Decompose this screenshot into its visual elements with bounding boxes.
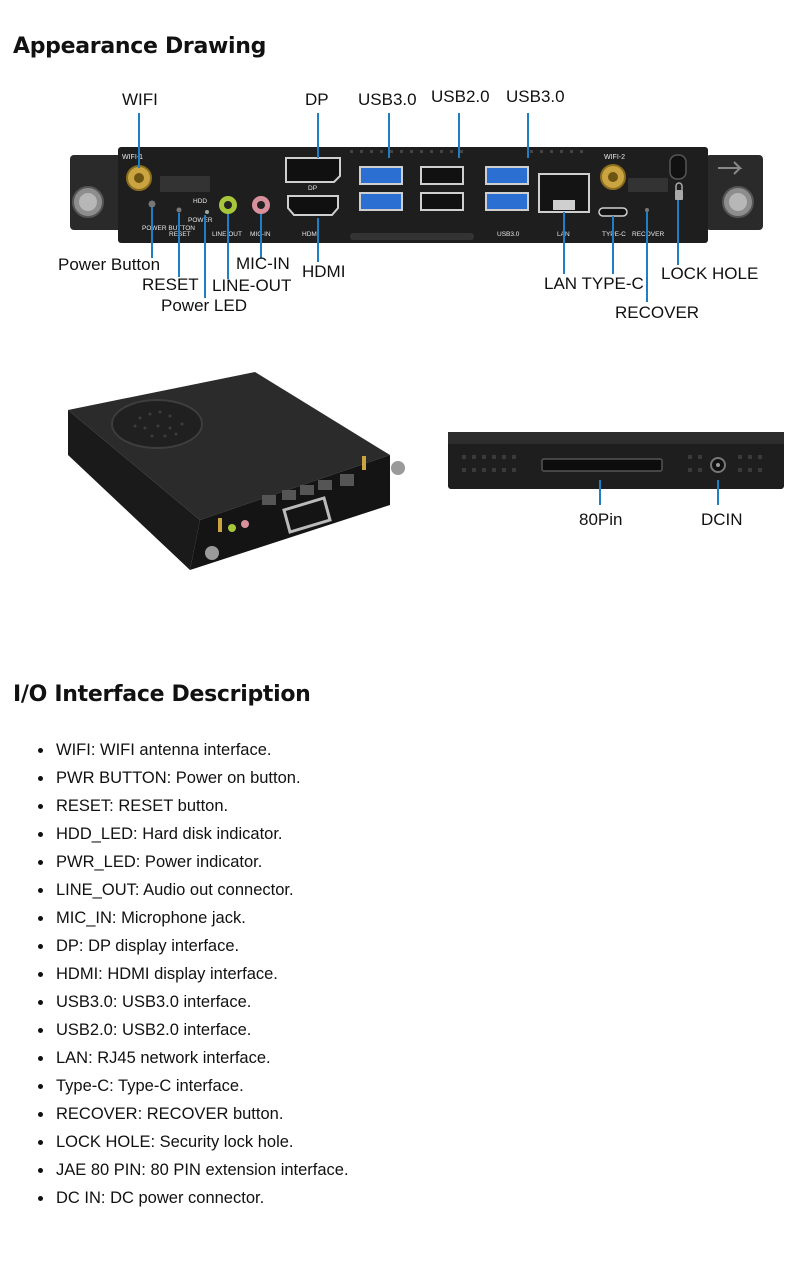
list-item: RESET: RESET button. [54, 792, 349, 820]
label-dp: DP [305, 90, 329, 109]
label-lan-typec: LAN TYPE-C [544, 274, 644, 293]
silk-hdd: HDD [193, 198, 207, 205]
list-item: MIC_IN: Microphone jack. [54, 904, 349, 932]
silk-power: POWER [188, 217, 213, 224]
rear-panel-image [448, 432, 784, 505]
silk-wifi1: WIFI-1 [122, 154, 143, 161]
label-usb30-left: USB3.0 [358, 90, 417, 109]
appearance-drawing-heading: Appearance Drawing [13, 34, 267, 59]
list-item: LAN: RJ45 network interface. [54, 1044, 349, 1072]
silk-dp: DP [308, 185, 317, 192]
silk-usb30: USB3.0 [497, 231, 520, 238]
list-item: USB3.0: USB3.0 interface. [54, 988, 349, 1016]
label-recover: RECOVER [615, 303, 700, 322]
label-usb30-right: USB3.0 [506, 87, 565, 106]
appearance-drawing-figure: WIFI-1 WIFI-2 POWER BUTTON RESET HDD POW… [68, 113, 784, 570]
label-80pin: 80Pin [579, 510, 623, 529]
list-item: DC IN: DC power connector. [54, 1184, 349, 1212]
front-panel-image [70, 147, 763, 243]
list-item: HDMI: HDMI display interface. [54, 960, 349, 988]
list-item: DP: DP display interface. [54, 932, 349, 960]
label-lock-hole: LOCK HOLE [661, 264, 759, 283]
label-reset: RESET [142, 275, 199, 294]
list-item: WIFI: WIFI antenna interface. [54, 736, 349, 764]
isometric-unit-image [68, 372, 405, 570]
list-item: HDD_LED: Hard disk indicator. [54, 820, 349, 848]
silk-hdmi: HDMI [302, 231, 319, 238]
list-item: USB2.0: USB2.0 interface. [54, 1016, 349, 1044]
label-wifi: WIFI [122, 90, 158, 109]
silk-wifi2: WIFI-2 [604, 154, 625, 161]
silk-recover: RECOVER [632, 231, 664, 238]
list-item: LOCK HOLE: Security lock hole. [54, 1128, 349, 1156]
label-line-out: LINE-OUT [212, 276, 292, 295]
list-item: PWR BUTTON: Power on button. [54, 764, 349, 792]
list-item: PWR_LED: Power indicator. [54, 848, 349, 876]
io-interface-heading: I/O Interface Description [13, 682, 311, 707]
list-item: Type-C: Type-C interface. [54, 1072, 349, 1100]
silk-power-button: POWER BUTTON [142, 225, 195, 232]
list-item: RECOVER: RECOVER button. [54, 1100, 349, 1128]
list-item: JAE 80 PIN: 80 PIN extension interface. [54, 1156, 349, 1184]
label-dcin: DCIN [701, 510, 743, 529]
callout-lines [138, 113, 679, 302]
list-item: LINE_OUT: Audio out connector. [54, 876, 349, 904]
label-hdmi: HDMI [302, 262, 346, 281]
label-power-button: Power Button [58, 255, 161, 274]
silk-type-c: TYPE-C [602, 231, 626, 238]
io-interface-list: WIFI: WIFI antenna interface. PWR BUTTON… [34, 736, 349, 1212]
label-power-led: Power LED [161, 296, 247, 315]
label-mic-in: MIC-IN [236, 254, 290, 273]
label-usb20: USB2.0 [431, 87, 490, 106]
